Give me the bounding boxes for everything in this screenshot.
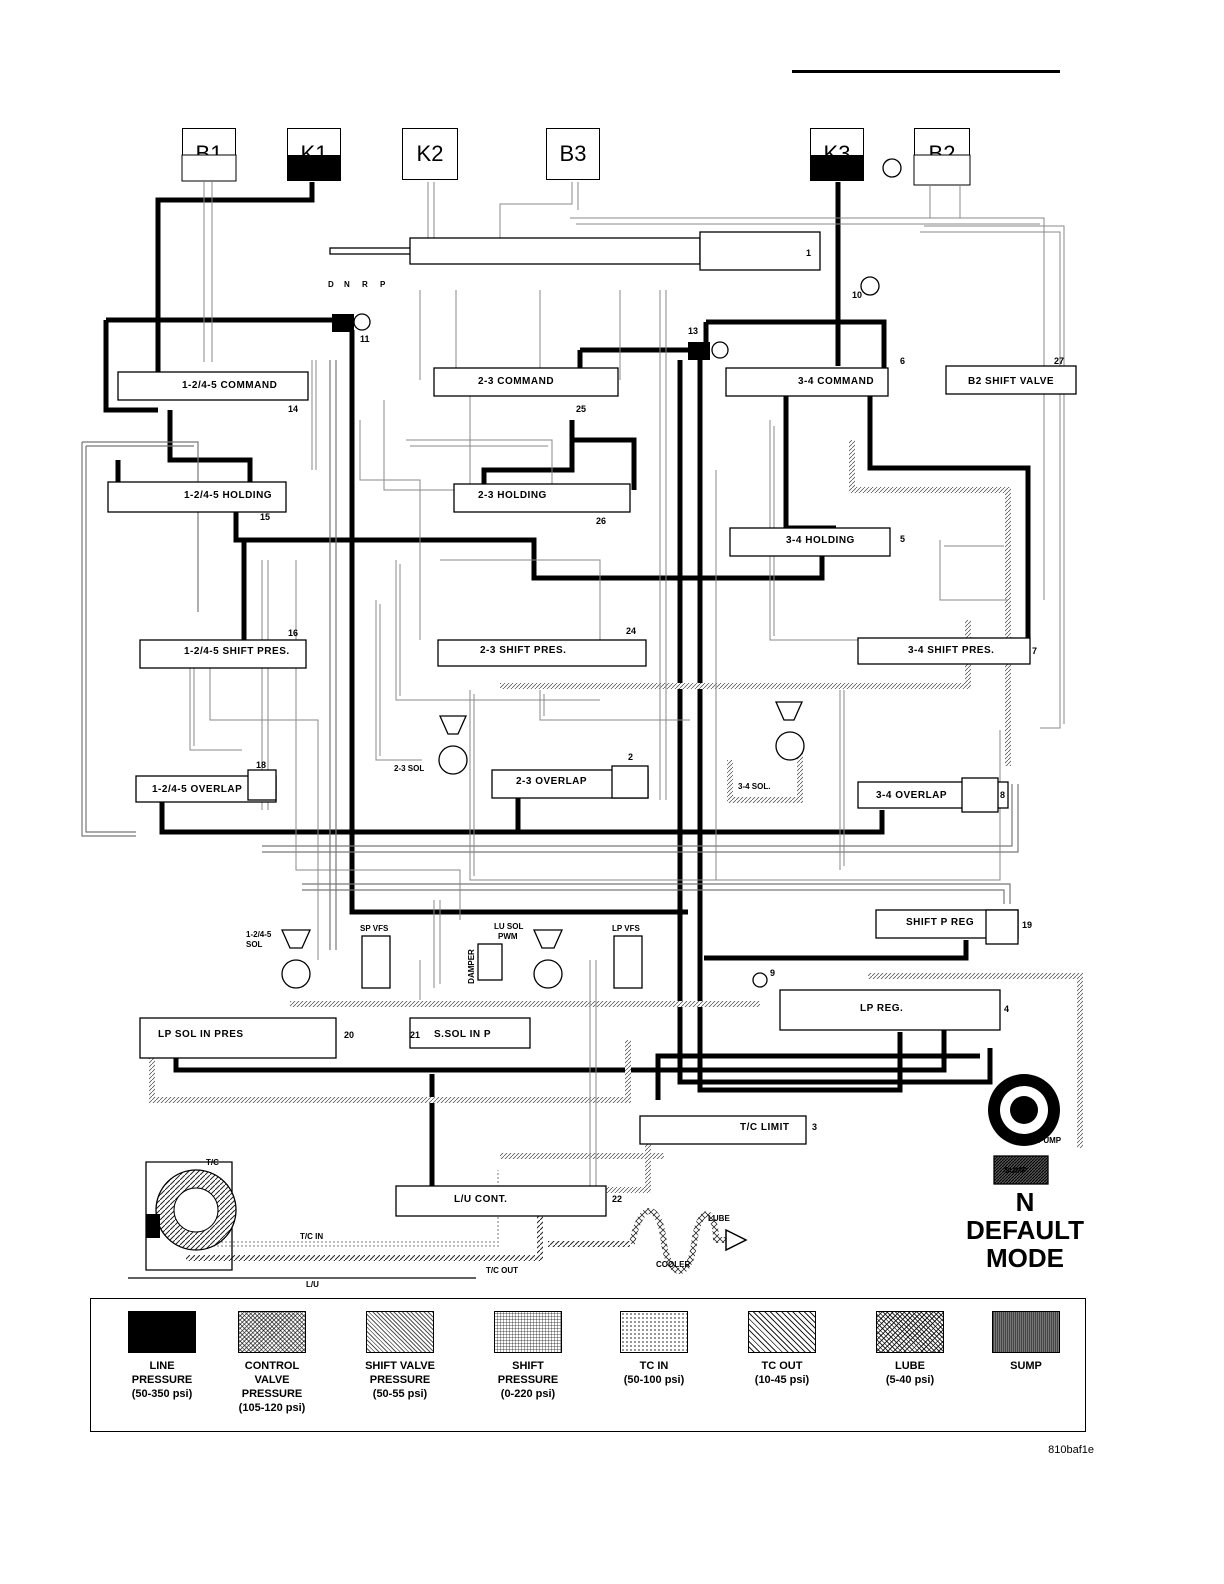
valve-34-holding: 3-4 HOLDING <box>784 535 857 546</box>
valve-23-holding: 2-3 HOLDING <box>476 490 549 501</box>
valve-34-shift-pres: 3-4 SHIFT PRES. <box>906 645 997 656</box>
legend-label: LUBE (5-40 psi) <box>885 1360 935 1386</box>
ref-19: 19 <box>1022 920 1033 930</box>
ref-24: 24 <box>626 626 637 636</box>
mode-indicator: N DEFAULT MODE <box>960 1188 1090 1272</box>
legend-sump: SUMP <box>971 1311 1081 1373</box>
ref-2: 2 <box>628 752 634 762</box>
label-tc-out: T/C OUT <box>486 1266 518 1275</box>
ref-7: 7 <box>1032 646 1038 656</box>
mode-line-2: MODE <box>986 1243 1064 1273</box>
selector-p: P <box>380 280 386 289</box>
pressure-legend: LINE PRESSURE (50-350 psi) CONTROL VALVE… <box>90 1298 1086 1432</box>
ref-16: 16 <box>288 628 299 638</box>
valve-34-command: 3-4 COMMAND <box>796 376 877 387</box>
ref-11: 11 <box>360 334 370 344</box>
valve-23-overlap: 2-3 OVERLAP <box>514 776 590 787</box>
valve-34-overlap: 3-4 OVERLAP <box>874 790 950 801</box>
label-145-sol-b: SOL <box>246 940 263 949</box>
legend-swatch-checker <box>876 1311 944 1353</box>
legend-label: SHIFT VALVE PRESSURE (50-55 psi) <box>365 1360 435 1400</box>
label-lube: LUBE <box>708 1214 730 1223</box>
legend-tc-out: TC OUT (10-45 psi) <box>727 1311 837 1387</box>
label-tc: T/C <box>206 1158 219 1167</box>
legend-label: TC OUT (10-45 psi) <box>754 1360 810 1386</box>
valve-145-overlap: 1-2/4-5 OVERLAP <box>150 784 245 795</box>
valve-b2-shift: B2 SHIFT VALVE <box>966 376 1057 387</box>
ref-3: 3 <box>812 1122 818 1132</box>
ref-1: 1 <box>806 248 812 258</box>
ref-18: 18 <box>256 760 267 770</box>
legend-tc-in: TC IN (50-100 psi) <box>599 1311 709 1387</box>
valve-145-holding: 1-2/4-5 HOLDING <box>182 490 275 501</box>
legend-swatch-dots <box>620 1311 688 1353</box>
ref-22: 22 <box>612 1194 623 1204</box>
ref-5: 5 <box>900 534 906 544</box>
clutch-b3: B3 <box>546 128 600 180</box>
ref-26: 26 <box>596 516 607 526</box>
ref-13: 13 <box>688 326 699 336</box>
label-23-sol: 2-3 SOL <box>394 764 425 773</box>
selector-d: D <box>328 280 334 289</box>
label-lu-sol-a: LU SOL <box>494 922 524 931</box>
clutch-k2: K2 <box>402 128 458 180</box>
ref-9: 9 <box>770 968 776 978</box>
ref-4: 4 <box>1004 1004 1010 1014</box>
label-34-sol: 3-4 SOL. <box>738 782 771 791</box>
ref-14: 14 <box>288 404 299 414</box>
label-sump: SUMP <box>1004 1166 1028 1175</box>
legend-control-valve: CONTROL VALVE PRESSURE (105-120 psi) <box>217 1311 327 1415</box>
label-lu-sol-b: PWM <box>498 932 518 941</box>
valve-23-shift-pres: 2-3 SHIFT PRES. <box>478 645 569 656</box>
legend-label: SHIFT PRESSURE (0-220 psi) <box>497 1360 559 1400</box>
image-code: 810baf1e <box>1048 1444 1094 1456</box>
legend-line-pressure: LINE PRESSURE (50-350 psi) <box>107 1311 217 1401</box>
ref-6: 6 <box>900 356 906 366</box>
legend-swatch-diagonal <box>366 1311 434 1353</box>
label-sp-vfs: SP VFS <box>360 924 389 933</box>
legend-lube: LUBE (5-40 psi) <box>855 1311 965 1387</box>
legend-shift-valve: SHIFT VALVE PRESSURE (50-55 psi) <box>345 1311 455 1401</box>
ref-8: 8 <box>1000 790 1006 800</box>
legend-swatch-solid <box>128 1311 196 1353</box>
valve-145-command: 1-2/4-5 COMMAND <box>180 380 280 391</box>
label-lp-vfs: LP VFS <box>612 924 640 933</box>
valve-lp-sol-in: LP SOL IN PRES <box>156 1029 246 1040</box>
ref-25: 25 <box>576 404 587 414</box>
label-damper: DAMPER <box>466 949 476 984</box>
label-cooler: COOLER <box>656 1260 691 1269</box>
mode-line-1: DEFAULT <box>966 1215 1084 1245</box>
label-145-sol-a: 1-2/4-5 <box>246 930 272 939</box>
valve-lp-reg: LP REG. <box>858 1003 906 1014</box>
legend-swatch-crosshatch <box>238 1311 306 1353</box>
ref-10: 10 <box>852 290 863 300</box>
ref-15: 15 <box>260 512 271 522</box>
ref-21: 21 <box>410 1030 421 1040</box>
valve-shift-p-reg: SHIFT P REG <box>904 917 977 928</box>
label-tc-in: T/C IN <box>300 1232 324 1241</box>
ref-20: 20 <box>344 1030 355 1040</box>
legend-swatch-grid <box>494 1311 562 1353</box>
valve-lu-cont: L/U CONT. <box>452 1194 510 1205</box>
legend-swatch-dense <box>992 1311 1060 1353</box>
header-rule <box>792 70 1060 73</box>
ref-27: 27 <box>1054 356 1065 366</box>
legend-swatch-hatch <box>748 1311 816 1353</box>
mode-gear: N <box>1015 1187 1035 1217</box>
valve-23-command: 2-3 COMMAND <box>476 376 557 387</box>
valve-s-sol-in: S.SOL IN P <box>432 1029 494 1040</box>
selector-r: R <box>362 280 368 289</box>
legend-label: TC IN (50-100 psi) <box>623 1360 685 1386</box>
selector-n: N <box>344 280 350 289</box>
legend-label: CONTROL VALVE PRESSURE (105-120 psi) <box>238 1360 306 1414</box>
legend-shift-pressure: SHIFT PRESSURE (0-220 psi) <box>473 1311 583 1401</box>
valve-145-shift-pres: 1-2/4-5 SHIFT PRES. <box>182 646 292 657</box>
valve-tc-limit: T/C LIMIT <box>738 1122 792 1133</box>
legend-label: SUMP <box>1010 1360 1042 1372</box>
legend-label: LINE PRESSURE (50-350 psi) <box>131 1360 193 1400</box>
label-pump: PUMP <box>1038 1136 1062 1145</box>
label-lu: L/U <box>306 1280 319 1289</box>
